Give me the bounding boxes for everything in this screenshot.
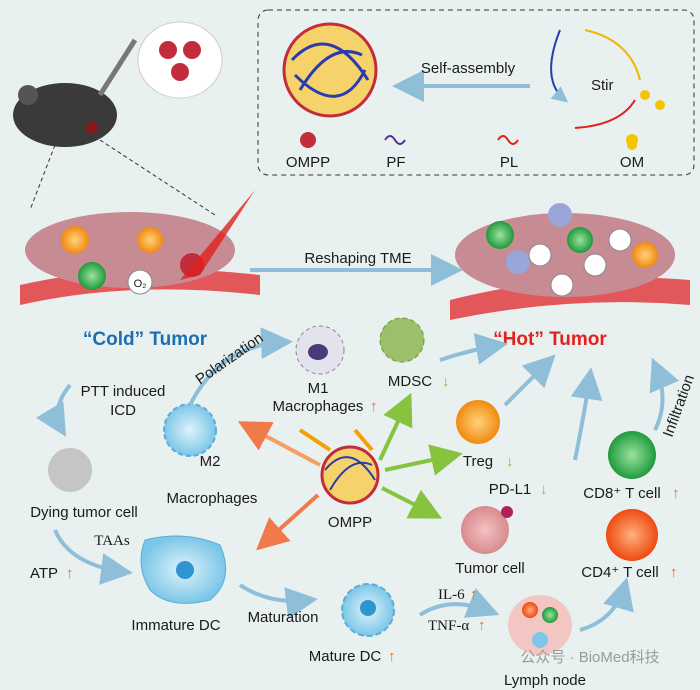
infiltration-label: Infiltration bbox=[660, 372, 698, 439]
cd8-t-cell-icon bbox=[608, 431, 656, 479]
ompp-nanoparticle-icon bbox=[320, 445, 380, 505]
m2-label-line2: Macrophages bbox=[167, 490, 258, 507]
self-assembly-label: Self-assembly bbox=[421, 60, 516, 77]
tnf-label: TNF-α bbox=[428, 618, 469, 634]
up-arrow-icon: ↑ bbox=[470, 586, 478, 603]
mdsc-icon bbox=[379, 317, 425, 363]
m2-macrophage-icon bbox=[163, 403, 217, 457]
cold-tumor-label: “Cold” Tumor bbox=[83, 329, 208, 350]
up-arrow-icon: ↑ bbox=[478, 617, 486, 634]
cd4-t-cell-label: CD4⁺ T cell bbox=[581, 564, 658, 581]
watermark: 公众号 · BioMed科技 bbox=[520, 649, 659, 666]
mouse-illustration bbox=[13, 21, 223, 147]
hot-tumor-label: “Hot” Tumor bbox=[493, 329, 607, 350]
m2-label-line1: M2 bbox=[200, 453, 221, 470]
syringe-icon bbox=[97, 38, 138, 97]
cd4-t-cell-icon bbox=[606, 509, 658, 561]
cold-tumor-illustration: O₂ bbox=[20, 190, 260, 305]
hot-tumor-illustration bbox=[450, 203, 690, 320]
ptt-label-line1: PTT induced bbox=[81, 383, 166, 400]
tumor-cell-icon bbox=[461, 506, 509, 554]
up-arrow-icon: ↑ bbox=[370, 398, 378, 415]
maturation-label: Maturation bbox=[248, 609, 319, 626]
up-arrow-icon: ↑ bbox=[670, 564, 678, 581]
cd8-t-cell-label: CD8⁺ T cell bbox=[583, 485, 660, 502]
legend-pl: PL bbox=[500, 154, 518, 171]
m1-label-line2: Macrophages bbox=[273, 398, 364, 415]
il6-label: IL-6 bbox=[438, 587, 465, 603]
up-arrow-icon: ↑ bbox=[66, 565, 74, 582]
taas-label: TAAs bbox=[94, 533, 130, 549]
legend-ompp: OMPP bbox=[286, 154, 330, 171]
tumor-cell-label: Tumor cell bbox=[455, 560, 524, 577]
pf-legend-icon bbox=[384, 135, 406, 145]
down-arrow-icon: ↓ bbox=[540, 481, 548, 498]
up-arrow-icon: ↑ bbox=[388, 648, 396, 665]
ompp-center-label: OMPP bbox=[328, 514, 372, 531]
immature-dc-label: Immature DC bbox=[131, 617, 220, 634]
dying-tumor-cell-icon bbox=[48, 448, 92, 492]
up-arrow-icon: ↑ bbox=[672, 485, 680, 502]
pdl1-label: PD-L1 bbox=[489, 481, 532, 498]
mdsc-label: MDSC bbox=[388, 373, 432, 390]
atp-label: ATP bbox=[30, 565, 58, 582]
ompp-legend-icon bbox=[300, 132, 316, 148]
o2-label: O₂ bbox=[134, 278, 147, 290]
ptt-label-line2: ICD bbox=[110, 402, 136, 419]
down-arrow-icon: ↓ bbox=[506, 453, 514, 470]
lymph-node-label: Lymph node bbox=[504, 672, 586, 689]
legend-pf: PF bbox=[386, 154, 405, 171]
reshaping-tme-label: Reshaping TME bbox=[304, 250, 411, 267]
dying-tumor-cell-label: Dying tumor cell bbox=[30, 504, 138, 521]
pl-legend-icon bbox=[497, 135, 519, 145]
treg-icon bbox=[456, 400, 500, 444]
om-legend-icon bbox=[626, 134, 638, 146]
stir-label: Stir bbox=[591, 77, 614, 94]
mature-dc-label: Mature DC bbox=[309, 648, 382, 665]
down-arrow-icon: ↓ bbox=[442, 373, 450, 390]
synthesis-inset: Self-assembly Stir OMPP PF PL OM bbox=[257, 9, 695, 176]
legend-om: OM bbox=[620, 154, 644, 171]
treg-label: Treg bbox=[463, 453, 493, 470]
m1-label-line1: M1 bbox=[308, 380, 329, 397]
